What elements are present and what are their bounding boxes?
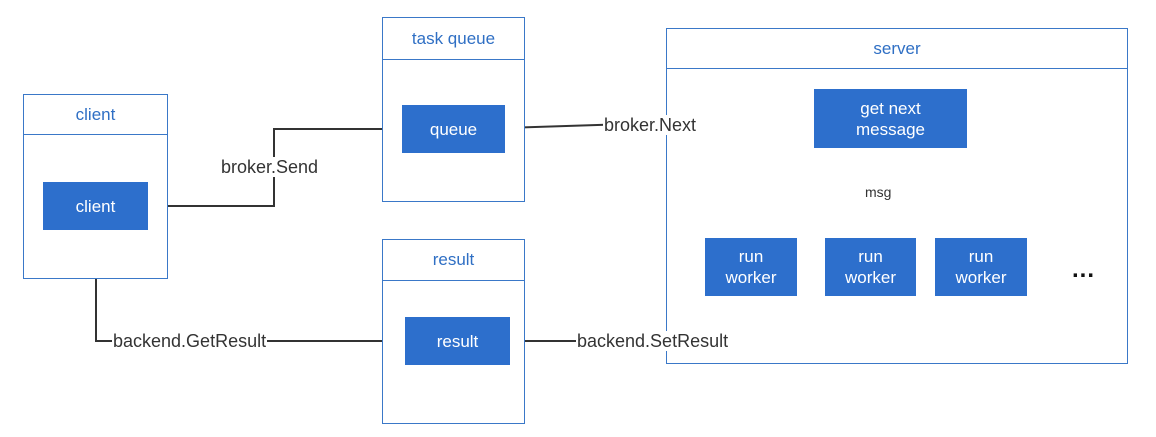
server-container-title: server	[667, 29, 1127, 69]
task-queue-container-title: task queue	[383, 18, 524, 60]
client-container-title: client	[24, 95, 167, 135]
broker-send-label: broker.Send	[220, 157, 320, 177]
run-worker-node-1[interactable]: run worker	[705, 238, 797, 296]
result-container-title: result	[383, 240, 524, 281]
get-next-message-node[interactable]: get next message	[814, 89, 967, 148]
client-node[interactable]: client	[43, 182, 148, 230]
server-container: server	[666, 28, 1128, 364]
broker-next-label: broker.Next	[603, 115, 698, 135]
queue-node[interactable]: queue	[402, 105, 505, 153]
run-worker-node-2[interactable]: run worker	[825, 238, 916, 296]
backend-set-result-label: backend.SetResult	[576, 331, 730, 351]
backend-get-result-label: backend.GetResult	[112, 331, 268, 351]
msg-label: msg	[864, 184, 893, 200]
result-node[interactable]: result	[405, 317, 510, 365]
more-workers-ellipsis: ...	[1072, 256, 1096, 283]
run-worker-node-3[interactable]: run worker	[935, 238, 1027, 296]
